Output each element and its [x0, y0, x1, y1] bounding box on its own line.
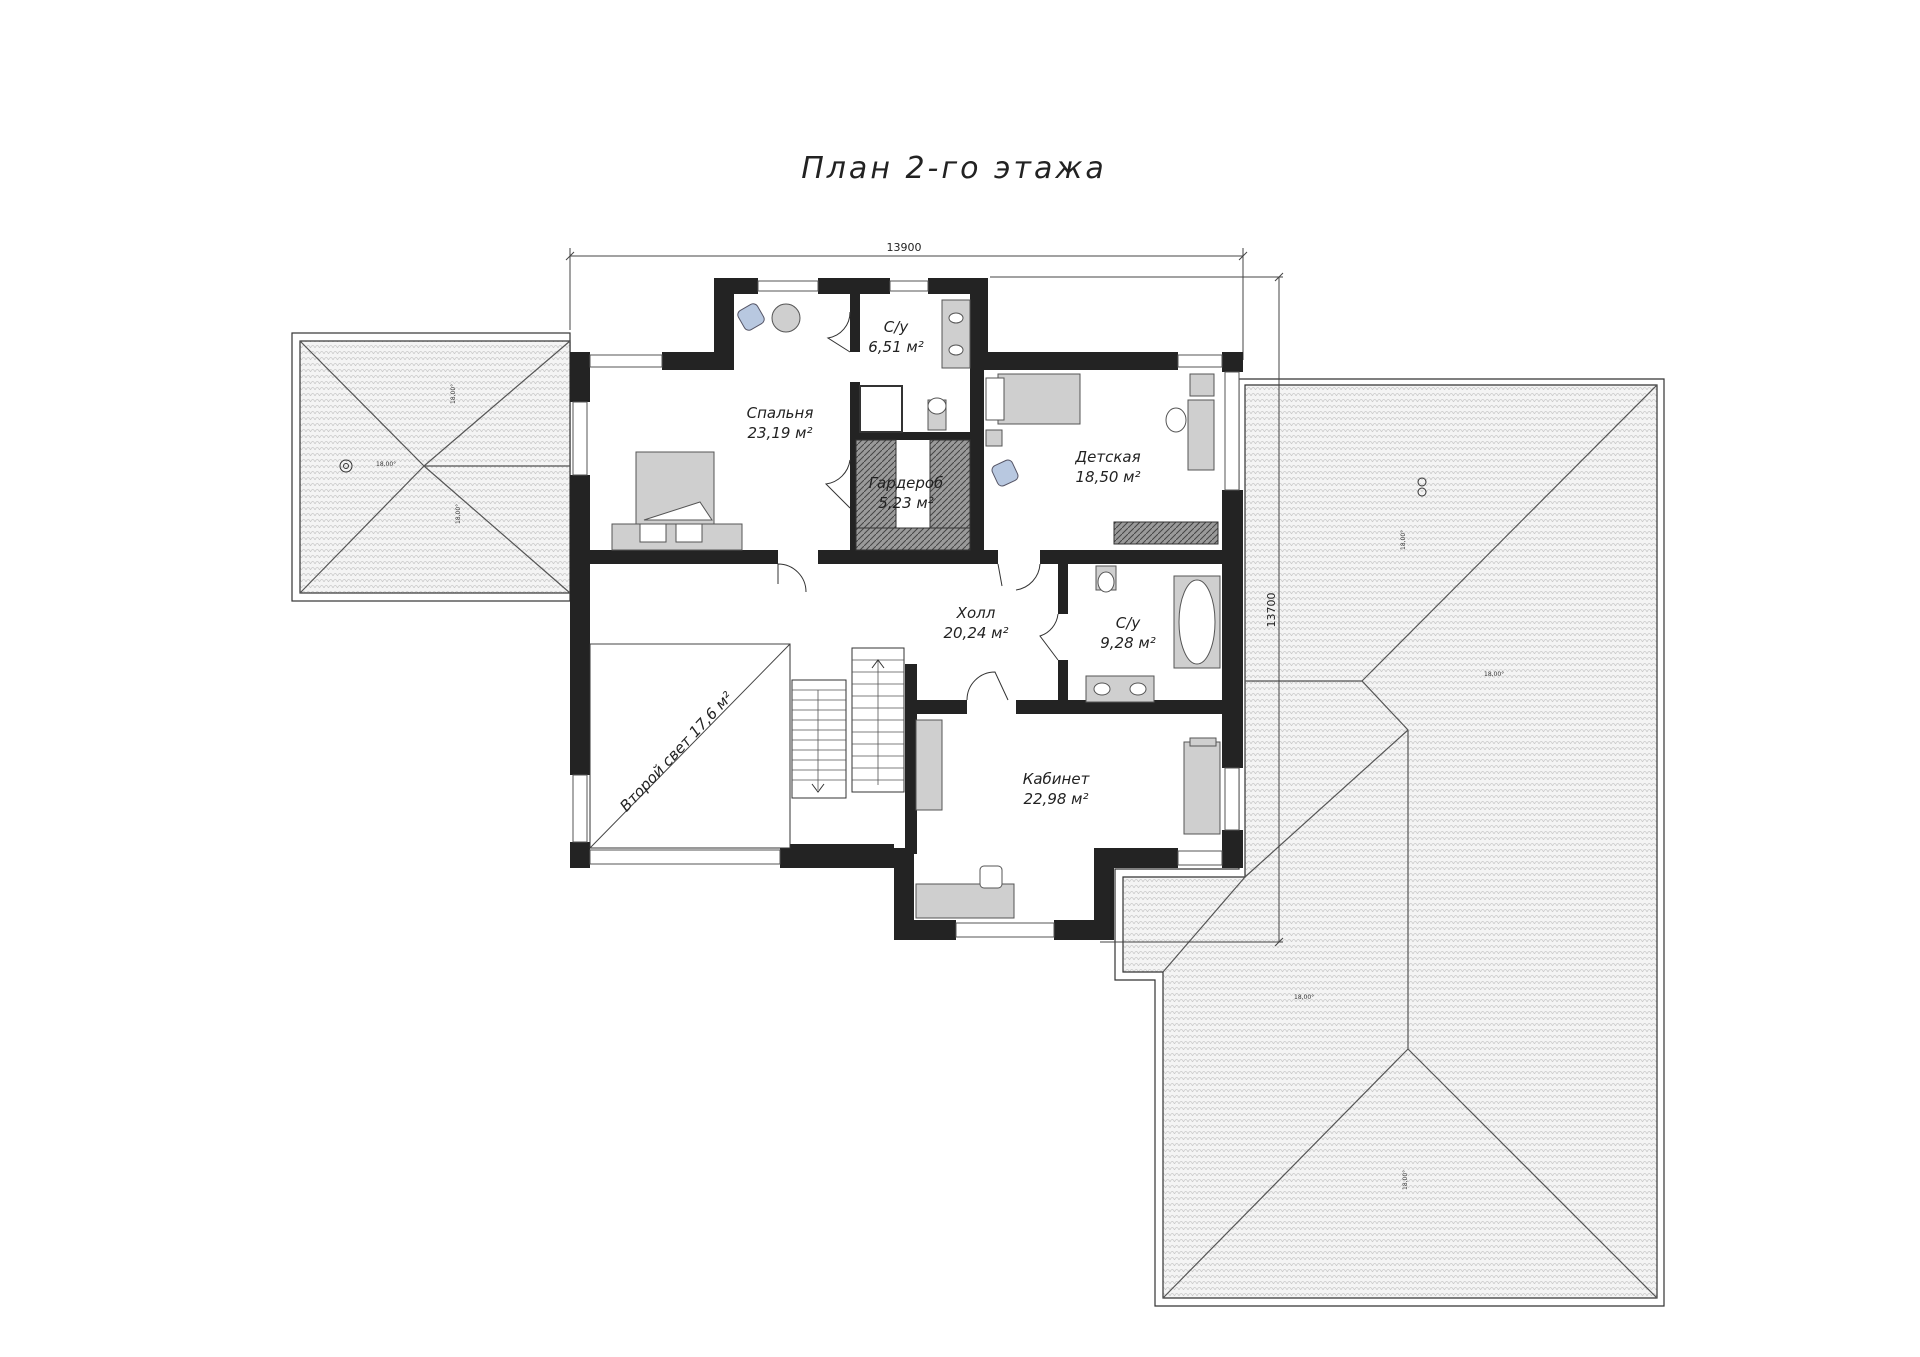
roof-right: 18,00° 18,00° 18,00° 18,00° [1114, 378, 1665, 1307]
dimension-height-label: 13700 [1265, 593, 1278, 628]
room-bedroom-area: 23,19 м² [747, 424, 812, 442]
room-office-area: 22,98 м² [1023, 790, 1088, 808]
room-bath2-area: 9,28 м² [1100, 634, 1156, 652]
slope-left-mid: 18,00° [376, 461, 396, 468]
room-kids-name: Детская [1074, 448, 1140, 466]
room-wardrobe-area: 5,23 м² [878, 494, 934, 512]
dimension-width-label: 13900 [887, 241, 922, 254]
slope-left-bottom: 18,00° [455, 504, 462, 524]
second-light-void: Второй свет 17,6 м² [589, 643, 791, 849]
room-wardrobe-name: Гардероб [869, 474, 944, 492]
room-office-name: Кабинет [1023, 770, 1091, 788]
room-bath1-name: С/у [884, 318, 910, 336]
staircase [791, 647, 905, 799]
walls [570, 278, 1243, 940]
plan-title: План 2-го этажа [801, 151, 1107, 186]
roof-left: 18,00° 18,00° 18,00° [291, 332, 571, 602]
slope-right-top: 18,00° [1400, 530, 1407, 550]
slope-right-lower: 18,00° [1294, 994, 1314, 1001]
room-bath1-area: 6,51 м² [868, 338, 924, 356]
dimension-width: 13900 [565, 241, 1248, 360]
room-bedroom-name: Спальня [747, 404, 814, 422]
doors [777, 311, 1059, 701]
room-labels: Спальня 23,19 м² С/у 6,51 м² Гардероб 5,… [747, 318, 1156, 808]
room-kids-area: 18,50 м² [1075, 468, 1140, 486]
slope-right-bottom: 18,00° [1402, 1170, 1409, 1190]
furniture [611, 299, 1221, 919]
room-bath2-name: С/у [1116, 614, 1142, 632]
dimension-height: 13700 [990, 272, 1284, 947]
slope-right-mid: 18,00° [1484, 671, 1504, 678]
room-hall-area: 20,24 м² [943, 624, 1008, 642]
slope-left-top: 18,00° [450, 384, 457, 404]
windows [572, 280, 1240, 938]
room-hall-name: Холл [956, 604, 996, 622]
